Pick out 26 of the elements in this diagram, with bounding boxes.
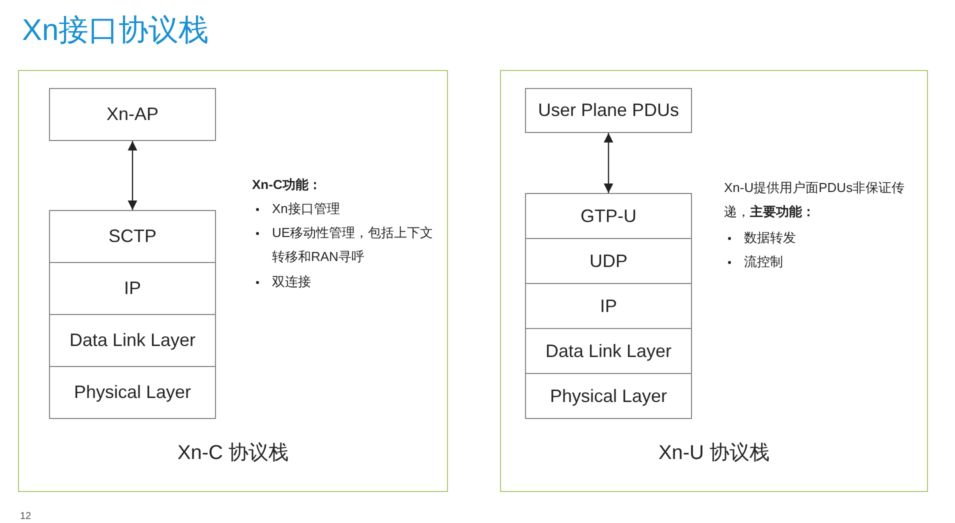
protocol-layer: Physical Layer [525,373,692,419]
protocol-layer: Xn-AP [49,88,216,141]
protocol-layer: GTP-U [525,193,692,239]
protocol-layer: SCTP [49,210,216,263]
arrow [128,141,138,210]
protocol-layer: UDP [525,238,692,284]
stack-panel [500,70,928,492]
stack-panel [18,70,448,492]
slide-title: Xn接口协议栈 [22,13,209,49]
stack-caption: Xn-U 协议栈 [657,441,771,466]
arrow [604,133,614,193]
protocol-layer: User Plane PDUs [525,88,692,133]
bullet-item: UE移动性管理，包括上下文转移和RAN寻呼 [252,221,440,269]
list-heading: Xn-C功能： [252,176,322,194]
bullet-item: Xn接口管理 [252,197,472,221]
page-number: 12 [20,510,32,523]
stack-caption: Xn-C 协议栈 [176,441,290,466]
protocol-layer: Data Link Layer [525,328,692,374]
bullet-item: 流控制 [724,250,934,274]
bullet-item: 双连接 [252,270,472,294]
protocol-layer: Physical Layer [49,366,216,419]
note-text: Xn-U提供用户面PDUs非保证传递，主要功能： [724,179,906,221]
protocol-layer: Data Link Layer [49,314,216,367]
bullet-item: 数据转发 [724,226,934,250]
protocol-layer: IP [49,262,216,315]
protocol-layer: IP [525,283,692,329]
